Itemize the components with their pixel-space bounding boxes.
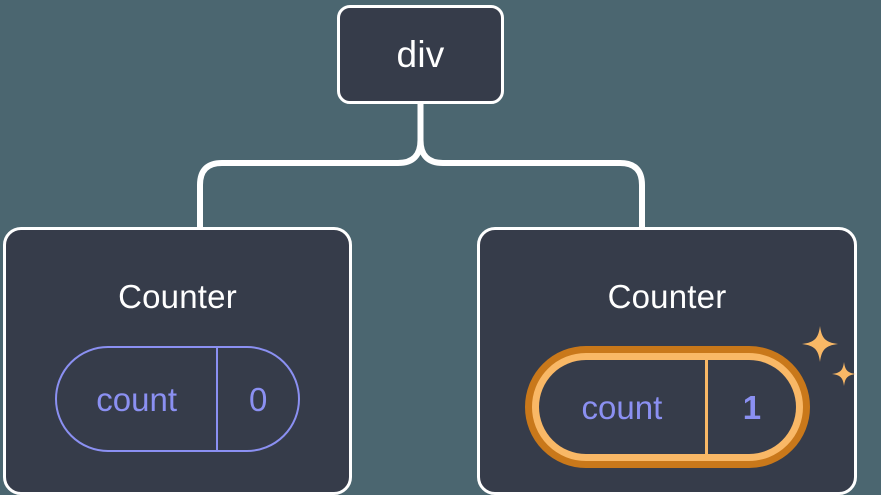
state-pill-left-key: count [96,380,178,418]
node-div[interactable]: div [337,5,504,104]
sparkles-group [801,326,856,386]
node-counter-left[interactable]: Counter count 0 [3,227,352,495]
node-counter-right[interactable]: Counter count 1 [477,227,857,495]
node-counter-left-title: Counter [118,278,237,315]
state-pill-right-key: count [581,388,663,426]
state-pill-right-inner: count 1 [538,360,796,454]
state-pill-left-value: 0 [216,348,298,450]
state-pill-left[interactable]: count 0 [55,346,300,452]
node-div-label: div [396,34,445,75]
node-counter-right-title: Counter [607,278,727,315]
connector-branch-right [417,137,645,232]
connector-branch-left [197,137,424,232]
state-pill-right-value: 1 [705,360,795,454]
sparkle-small-icon [831,362,856,386]
state-pill-left-wrapper: count 0 [55,346,300,452]
state-pill-right[interactable]: count 1 [524,346,810,468]
state-pill-right-wrapper: count 1 [524,326,856,468]
sparkle-large-icon [801,326,838,362]
